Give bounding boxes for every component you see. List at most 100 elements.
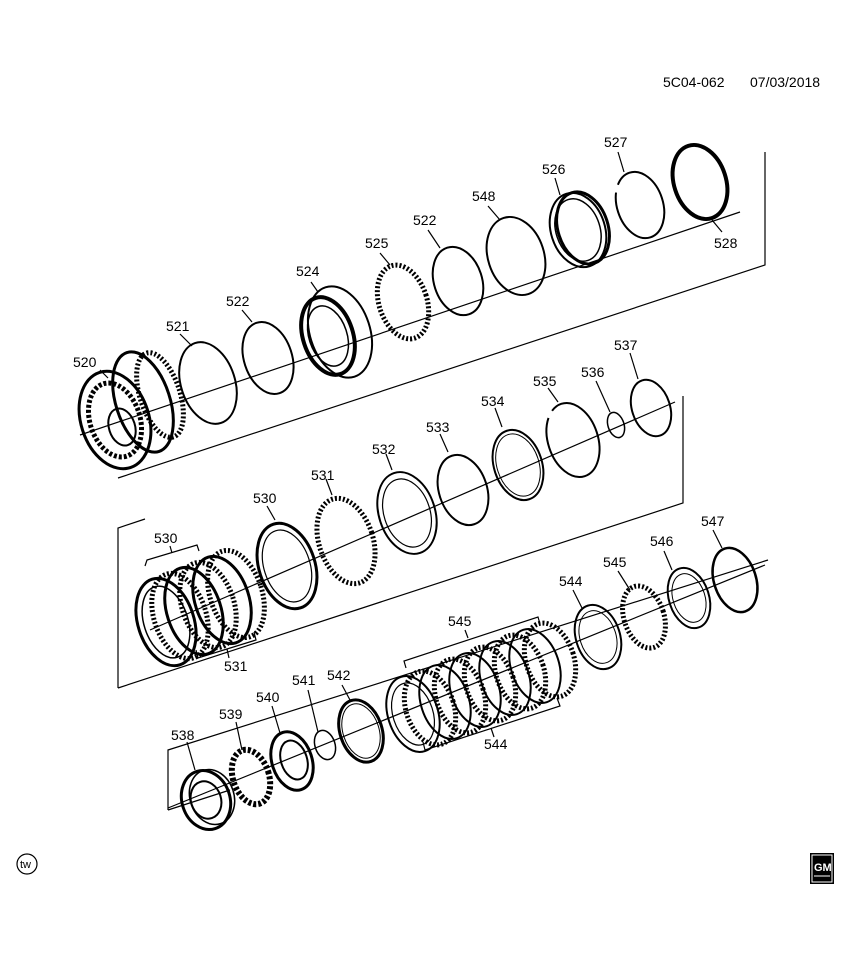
part-532-plate-inner [381, 478, 433, 548]
tw-logo: tw [16, 853, 38, 875]
part-526-plate [548, 190, 611, 269]
leader-542 [341, 684, 351, 701]
panel-middle: 530 530 531 531 532 533 534 535 536 537 [117, 337, 684, 689]
callout-544a: 544 [484, 736, 508, 752]
callout-522b: 522 [413, 212, 437, 228]
part-532-plate [376, 471, 438, 555]
callout-544b: 544 [559, 573, 583, 589]
leader-522b [427, 229, 441, 249]
tw-logo-text: tw [20, 859, 31, 871]
part-545-disc [620, 583, 668, 651]
part-534-ring-inner [495, 433, 541, 497]
callout-539: 539 [219, 706, 243, 722]
leader-533 [439, 433, 449, 453]
panel-upper: 520 521 522 524 525 522 548 526 527 528 [73, 134, 766, 479]
part-527-snap-ring [614, 170, 666, 240]
part-539-bearing [228, 746, 274, 808]
part-530-plate-inner [261, 529, 313, 603]
part-525-spring [374, 262, 432, 342]
bracket-545 [403, 616, 541, 669]
leader-534 [494, 407, 503, 428]
bracket-544 [422, 697, 561, 751]
bracket-544-tick [490, 727, 495, 738]
leader-520 [99, 369, 109, 379]
leader-540 [271, 705, 281, 734]
callout-520: 520 [73, 354, 97, 370]
callout-528: 528 [714, 235, 738, 251]
callout-531a: 531 [224, 658, 248, 674]
leader-525 [379, 252, 391, 266]
gm-logo: GM [810, 853, 834, 884]
part-538-hub [179, 768, 236, 831]
callout-531b: 531 [311, 467, 335, 483]
panel-middle-frame-right [117, 396, 684, 689]
part-534-ring [491, 428, 545, 502]
callout-534: 534 [481, 393, 505, 409]
panel-upper-axis [79, 211, 741, 436]
callout-527: 527 [604, 134, 628, 150]
callout-541: 541 [292, 672, 316, 688]
leader-547 [712, 529, 723, 549]
panel-lower-axis [167, 564, 766, 809]
part-544-545-clutch-pack [385, 620, 579, 753]
leader-545 [617, 570, 631, 591]
callout-521: 521 [166, 318, 190, 334]
part-531-disc [314, 495, 378, 587]
part-544-plate-inner [578, 610, 618, 664]
bracket-545-tick [464, 629, 469, 639]
panel-lower-frame-top [167, 559, 769, 810]
leader-541 [307, 689, 319, 733]
callout-530a: 530 [154, 530, 178, 546]
part-541-small-ring [313, 729, 337, 761]
leader-531 [325, 478, 333, 496]
part-537-ring [629, 378, 673, 438]
part-546-plate-inner [671, 573, 707, 623]
part-530-531-clutch-stack [134, 547, 267, 668]
part-544-plate [573, 603, 623, 671]
leader-535 [547, 387, 559, 403]
panel-middle-axis [149, 401, 676, 631]
diagram-date: 07/03/2018 [750, 74, 820, 90]
part-530-plate [255, 521, 319, 611]
callout-524: 524 [296, 263, 320, 279]
leader-539 [235, 721, 243, 751]
leader-548 [487, 205, 501, 221]
callout-548: 548 [472, 188, 496, 204]
leader-532 [385, 453, 393, 471]
leader-522a [241, 309, 253, 323]
leader-546 [663, 550, 673, 571]
callout-545a: 545 [448, 613, 472, 629]
leader-538 [186, 741, 196, 771]
callout-538: 538 [171, 727, 195, 743]
leader-544 [572, 589, 583, 609]
leader-536 [595, 380, 611, 413]
part-535-snap-ring [545, 402, 601, 478]
part-520-drum [77, 350, 186, 471]
part-546-plate [666, 566, 712, 630]
diagram-code: 5C04-062 [663, 74, 725, 90]
part-547-ring [711, 546, 759, 614]
callout-532: 532 [372, 441, 396, 457]
callout-540: 540 [256, 689, 280, 705]
callout-535: 535 [533, 373, 557, 389]
callout-546: 546 [650, 533, 674, 549]
part-524-piston [299, 285, 374, 379]
leader-527 [617, 151, 625, 173]
part-522-ring-a [241, 321, 295, 395]
panel-upper-frame [117, 152, 766, 479]
panel-middle-frame-left [117, 518, 146, 688]
callout-533: 533 [426, 419, 450, 435]
callout-525: 525 [365, 235, 389, 251]
callout-547: 547 [701, 513, 725, 529]
part-528-ring [670, 142, 730, 222]
callout-536: 536 [581, 364, 605, 380]
callout-545b: 545 [603, 554, 627, 570]
callout-530b: 530 [253, 490, 277, 506]
bracket-530-tick [169, 545, 173, 554]
leader-524 [310, 281, 319, 293]
part-533-ring [436, 453, 490, 527]
leader-537 [629, 352, 639, 380]
part-540-piston [269, 730, 315, 792]
part-521-ring [178, 341, 238, 425]
